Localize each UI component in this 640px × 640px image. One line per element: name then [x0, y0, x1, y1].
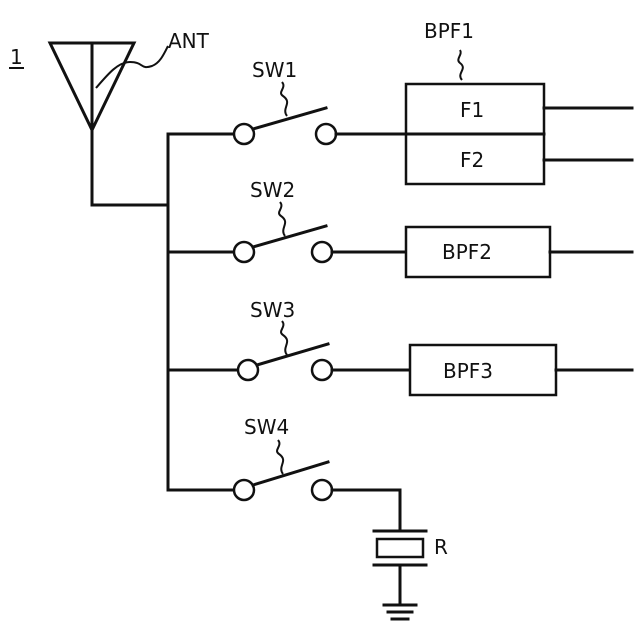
sw3-leader-line — [281, 321, 287, 355]
bpf1-label: BPF1 — [424, 19, 474, 43]
sw2-leader-line — [279, 202, 285, 236]
switch-sw2 — [168, 226, 406, 262]
switch-sw3 — [168, 344, 410, 380]
bpf1-subfilter-f1: F1 — [460, 98, 484, 122]
bpf1-filter — [406, 84, 632, 184]
switch-sw4 — [168, 462, 400, 530]
antenna-label: ANT — [168, 29, 210, 53]
sw1-leader-line — [281, 82, 287, 116]
antenna-leader-line — [96, 46, 168, 88]
sw4-label: SW4 — [244, 415, 289, 439]
sw2-label: SW2 — [250, 178, 295, 202]
bpf2-filter — [406, 227, 632, 277]
figure-ref-numeral: 1 — [10, 45, 23, 69]
main-bus — [92, 134, 168, 490]
bpf2-label: BPF2 — [442, 240, 492, 264]
antenna-symbol — [50, 43, 134, 205]
bpf1-subfilter-f2: F2 — [460, 148, 484, 172]
bpf3-label: BPF3 — [443, 359, 493, 383]
sw3-label: SW3 — [250, 298, 295, 322]
ground-symbol — [384, 605, 416, 619]
switch-sw1 — [168, 108, 406, 144]
bpf1-leader-line — [458, 50, 463, 80]
resonator-label: R — [434, 535, 448, 559]
sw4-leader-line — [277, 440, 283, 474]
resonator-symbol — [374, 531, 426, 604]
sw1-label: SW1 — [252, 58, 297, 82]
